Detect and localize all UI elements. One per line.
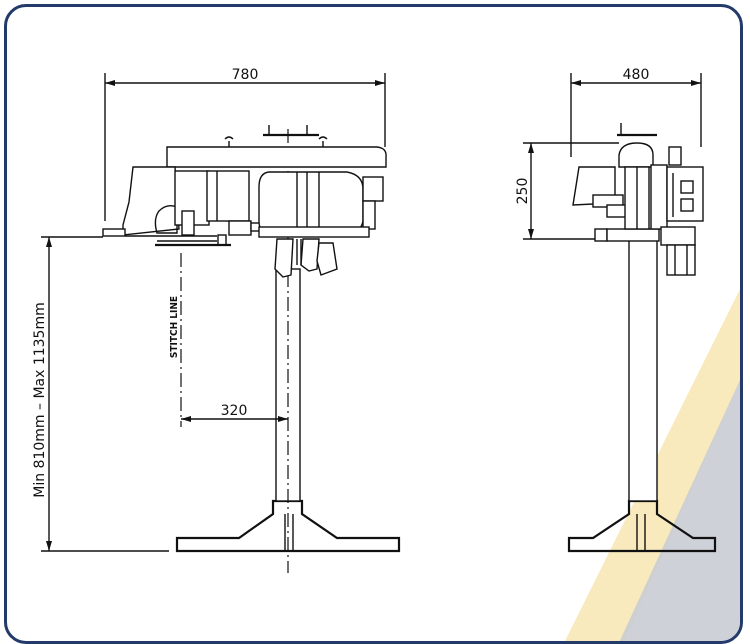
table-height-label: Min 810mm – Max 1135mm bbox=[32, 302, 48, 498]
side-width-dimension: 480 bbox=[570, 67, 702, 157]
front-view bbox=[102, 125, 401, 573]
side-width-label: 480 bbox=[623, 67, 650, 83]
offset-label: 320 bbox=[221, 403, 248, 419]
technical-drawing: 780 Min 810mm – Max 1135mm STITCH LINE 3… bbox=[32, 67, 740, 641]
offset-dimension: 320 bbox=[181, 403, 288, 422]
head-height-dimension: 250 bbox=[515, 142, 619, 240]
stitch-line: STITCH LINE bbox=[169, 253, 182, 427]
side-view bbox=[567, 123, 717, 553]
front-width-label: 780 bbox=[232, 67, 259, 83]
table-height-dimension: Min 810mm – Max 1135mm bbox=[32, 236, 169, 552]
front-width-dimension: 780 bbox=[104, 67, 386, 221]
stitch-line-label: STITCH LINE bbox=[169, 296, 180, 358]
drawing-frame: 780 Min 810mm – Max 1135mm STITCH LINE 3… bbox=[4, 4, 743, 644]
head-height-label: 250 bbox=[515, 178, 531, 205]
